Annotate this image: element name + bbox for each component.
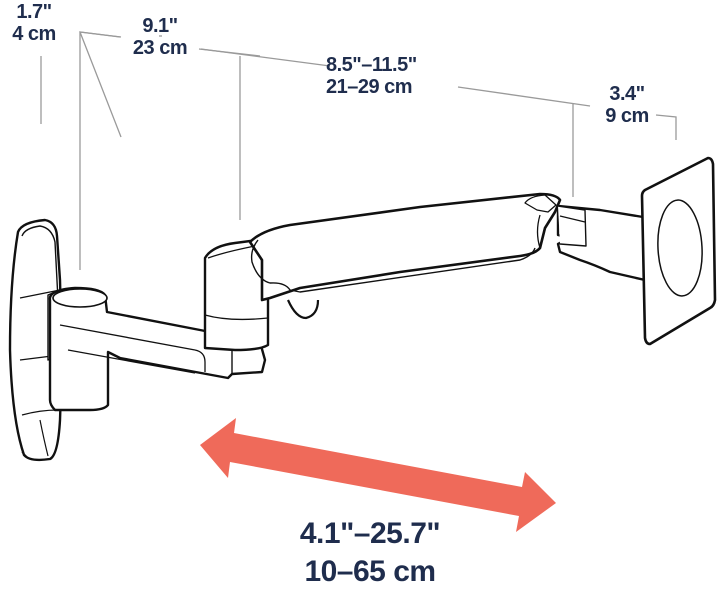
imperial-value: 1.7" (16, 1, 52, 23)
imperial-value: 3.4" (609, 83, 645, 105)
extension-range-label: 4.1"–25.7" 10–65 cm (260, 515, 480, 590)
dimension-label-wall-mount: 1.7" 4 cm (4, 1, 64, 45)
vesa-plate (640, 156, 717, 346)
dimension-label-monitor-bracket: 3.4" 9 cm (592, 83, 662, 127)
monitor-bracket (556, 204, 647, 282)
first-arm (47, 286, 267, 412)
extension-imperial: 4.1"–25.7" (299, 517, 441, 550)
metric-value: 23 cm (132, 36, 188, 59)
imperial-value: 8.5"–11.5" (326, 54, 417, 76)
gas-spring-arm (248, 192, 562, 320)
dimension-label-first-arm: 9.1" 23 cm (120, 15, 200, 59)
metric-value: 9 cm (605, 104, 649, 127)
dimension-label-second-arm: 8.5"–11.5" 21–29 cm (326, 54, 466, 98)
metric-value: 4 cm (12, 22, 56, 45)
dimension-leader-lines (40, 31, 677, 270)
imperial-value: 9.1" (142, 15, 178, 37)
double-arrow-icon (200, 418, 556, 532)
extension-metric: 10–65 cm (304, 554, 436, 588)
elbow-joint (203, 238, 270, 352)
metric-value: 21–29 cm (326, 75, 413, 98)
